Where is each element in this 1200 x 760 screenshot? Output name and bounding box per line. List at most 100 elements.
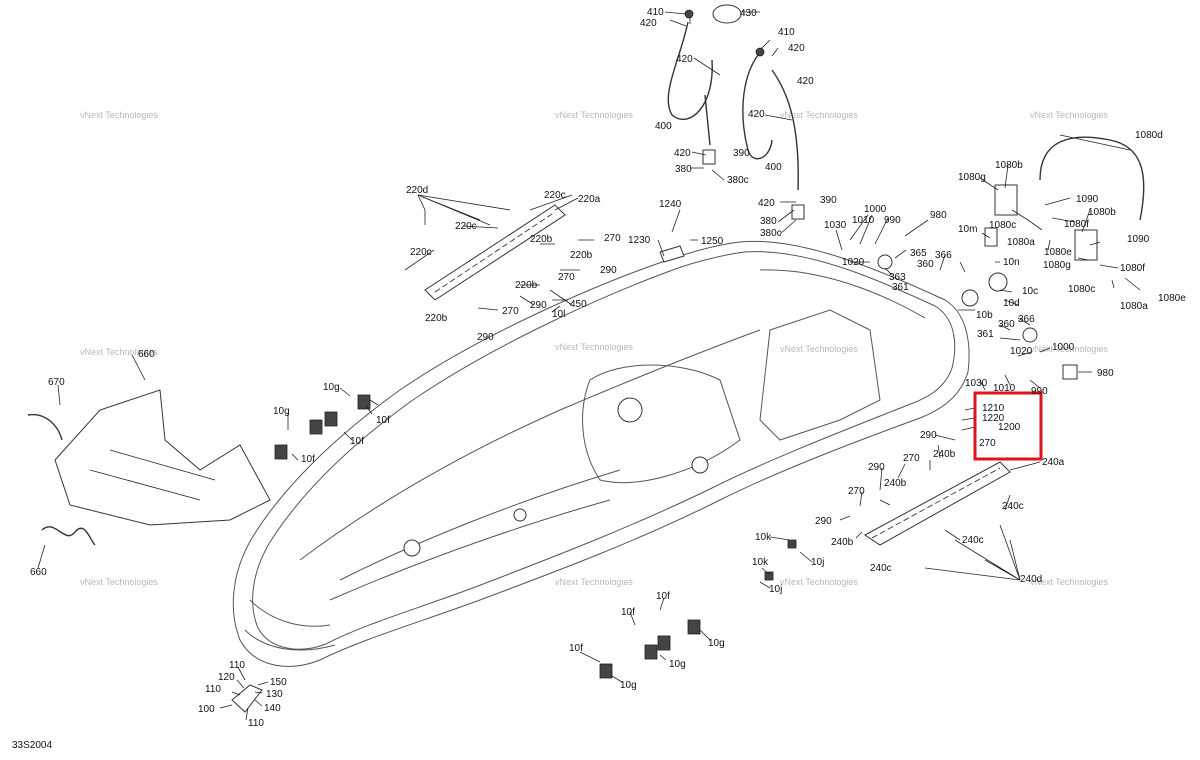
valve-380: [702, 149, 716, 165]
callout: 1080a: [1120, 301, 1148, 312]
callout: 290: [600, 265, 617, 276]
bracket-1080b: [1074, 229, 1098, 261]
callout: 10f: [569, 643, 583, 654]
hose-400: [771, 69, 799, 191]
callout: 1030: [824, 220, 847, 231]
hose-feed: [704, 94, 711, 146]
callout: 420: [676, 54, 693, 65]
callout: 361: [977, 329, 994, 340]
callout: 10g: [669, 659, 686, 670]
callout: 220a: [578, 194, 601, 205]
callout: 10g: [323, 382, 340, 393]
callout: 220c: [544, 190, 566, 201]
watermark: vNext Technologies: [780, 577, 858, 587]
callout: 400: [765, 162, 782, 173]
callout: 10n: [1003, 257, 1020, 268]
callout: 220b: [570, 250, 593, 261]
hose-assembly: [667, 4, 805, 220]
hull-deck-line: [299, 269, 926, 561]
callout: 270: [903, 453, 920, 464]
watermark: vNext Technologies: [1030, 344, 1108, 354]
callout: 290: [477, 332, 494, 343]
callout: 1080g: [1043, 260, 1071, 271]
callout: 980: [930, 210, 947, 221]
watermark: vNext Technologies: [780, 110, 858, 120]
callout: 290: [868, 462, 885, 473]
watermark: vNext Technologies: [555, 577, 633, 587]
callout: 130: [266, 689, 283, 700]
callout: 420: [788, 43, 805, 54]
callout: 980: [1097, 368, 1114, 379]
callout: 220b: [515, 280, 538, 291]
callout: 240b: [884, 478, 907, 489]
callout: 270: [604, 233, 621, 244]
hull-fitting: [617, 397, 643, 423]
callout: 380: [675, 164, 692, 175]
callout: 10k: [755, 532, 772, 543]
callout: 1250: [701, 236, 724, 247]
callout: 240a: [1042, 457, 1065, 468]
callout: 150: [270, 677, 287, 688]
callout: 1080c: [1068, 284, 1095, 295]
watermark: vNext Technologies: [555, 342, 633, 352]
callout: 240c: [962, 535, 984, 546]
skid-plate-detail: [89, 449, 216, 501]
callout-labels: 410 430 420 420 410 420 420 400 420 400 …: [30, 7, 1186, 729]
clamp-430: [712, 4, 742, 24]
callout: 1030: [965, 378, 988, 389]
callout: 1080c: [989, 220, 1016, 231]
callout: 420: [640, 18, 657, 29]
strap-670: [27, 413, 63, 441]
callout: 1080b: [1088, 207, 1116, 218]
callout: 1090: [1076, 194, 1099, 205]
strap-980: [1062, 364, 1078, 380]
fitting-361: [1022, 327, 1038, 343]
watermark: vNext Technologies: [80, 110, 158, 120]
callout: 110: [205, 684, 221, 695]
clip-10g: [357, 394, 371, 410]
callout: 380c: [760, 228, 782, 239]
callout: 220b: [530, 234, 553, 245]
callout: 420: [674, 148, 691, 159]
callout: 240c: [1002, 501, 1024, 512]
callout: 1090: [1127, 234, 1150, 245]
hull-fitting: [691, 456, 709, 474]
callout: 400: [655, 121, 672, 132]
fitting-410: [755, 47, 765, 57]
callout: 1000: [864, 204, 887, 215]
watermark: vNext Technologies: [80, 577, 158, 587]
hull-console: [759, 309, 881, 441]
callout: 1080f: [1064, 219, 1089, 230]
rail-220a-detail: [434, 211, 556, 293]
callout: 10f: [656, 591, 670, 602]
callout: 290: [815, 516, 832, 527]
callout: 1200: [998, 422, 1021, 433]
clip-10j: [764, 571, 774, 581]
rail-240a-detail: [871, 467, 1001, 539]
hull-seat-well: [582, 364, 741, 484]
callout: 1010: [852, 215, 875, 226]
clip-10g: [644, 644, 658, 660]
drain-plug-100: [231, 684, 263, 713]
watermark-group: vNext Technologies vNext Technologies vN…: [80, 110, 1108, 587]
skid-plate-660: [54, 389, 271, 526]
callout: 240d: [1020, 574, 1042, 585]
callout: 390: [733, 148, 750, 159]
callout: 420: [797, 76, 814, 87]
bracket-1230: [659, 245, 685, 263]
callout: 1020: [842, 257, 865, 268]
bracket-1080b: [994, 184, 1018, 216]
clip-10g: [657, 635, 671, 651]
callout: 220c: [455, 221, 477, 232]
callout: 10f: [376, 415, 390, 426]
hose-400: [742, 54, 773, 160]
hull-inner-rim: [252, 251, 956, 650]
callout: 270: [848, 486, 865, 497]
callout: 290: [920, 430, 937, 441]
callout: 140: [264, 703, 281, 714]
callout: 1210: [982, 403, 1005, 414]
callout: 10f: [301, 454, 315, 465]
callout: 270: [502, 306, 519, 317]
callout: 1080e: [1158, 293, 1186, 304]
fastener-parts: [231, 394, 797, 713]
